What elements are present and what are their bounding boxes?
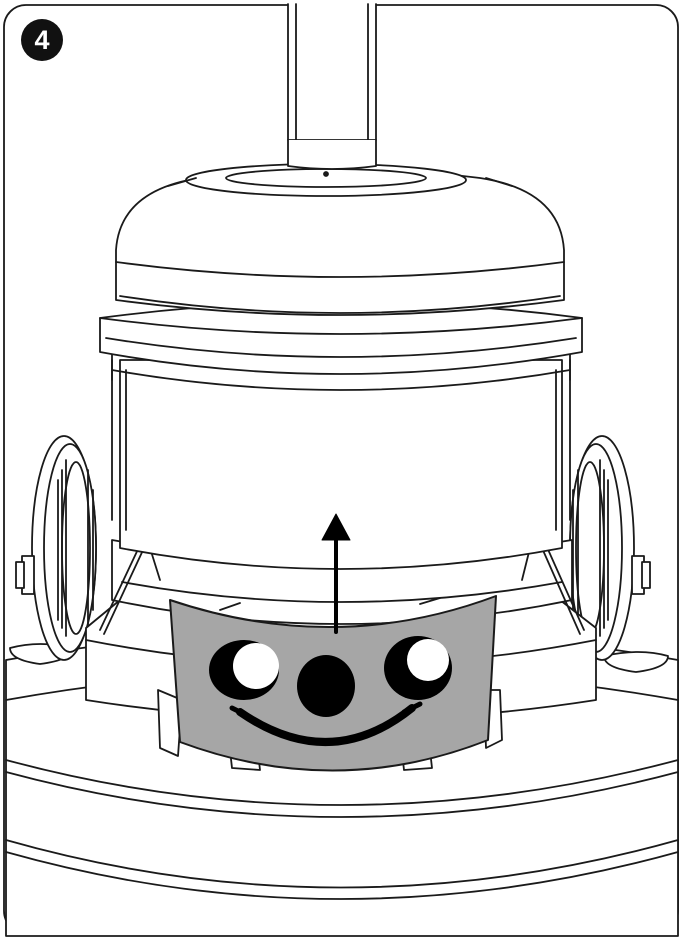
right-wheel: [569, 435, 669, 673]
arrow-up-icon: [321, 513, 351, 634]
step-number-badge: 4: [21, 19, 63, 61]
smiley-face-icon: [209, 636, 452, 746]
left-wheel: [9, 435, 97, 665]
handle-tube: [287, 3, 377, 170]
face-panel: [169, 595, 497, 772]
drum: [111, 347, 571, 570]
clamp-ring: [99, 301, 583, 391]
motor-head: [115, 163, 565, 316]
